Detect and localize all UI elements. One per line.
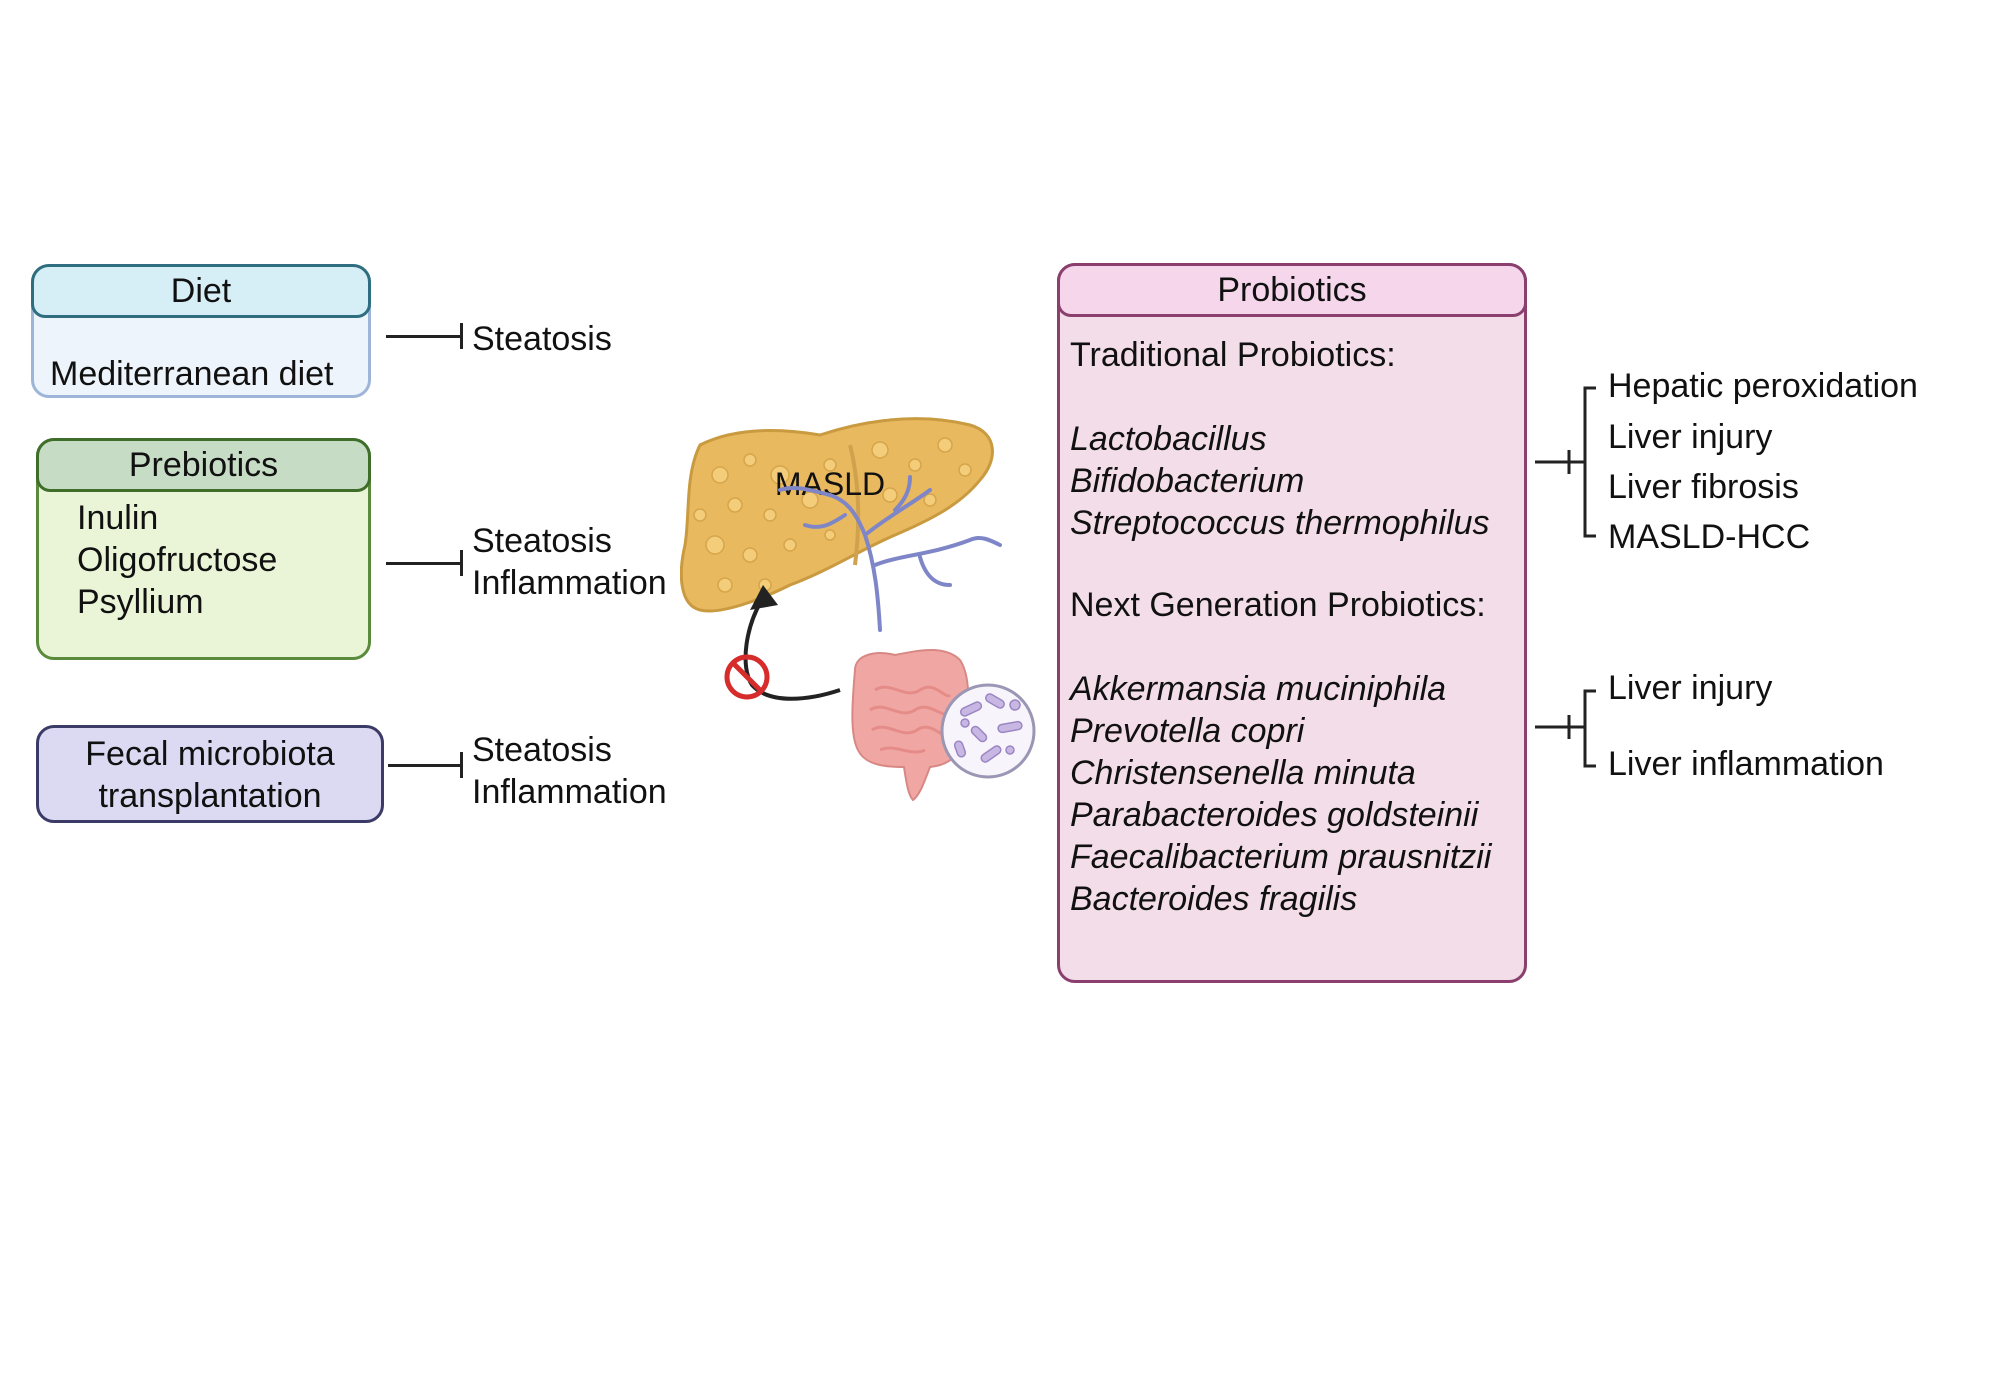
next-gen-probiotics-heading: Next Generation Probiotics: [1070, 586, 1486, 624]
next-gen-effect-item: Liver inflammation [1608, 745, 1884, 783]
bacteria-magnifier-icon [940, 683, 1036, 779]
prebiotics-inhibit-line [386, 562, 462, 565]
fmt-effect-inflammation: Inflammation [472, 773, 667, 811]
probiotics-title: Probiotics [1217, 271, 1367, 309]
arrow-head-icon [750, 585, 778, 610]
diet-title: Diet [170, 272, 232, 310]
traditional-probiotic-item: Lactobacillus [1070, 420, 1267, 458]
liver-icon: MASLD [680, 417, 994, 613]
masld-illustration: MASLD [680, 417, 1036, 802]
traditional-effect-item: Liver injury [1608, 418, 1773, 456]
fmt-title-line1: Fecal microbiota [85, 735, 335, 773]
hepatic-vessels-icon [778, 475, 1002, 632]
intestine-icon [851, 649, 970, 802]
probiotics-box: Probiotics Traditional Probiotics: Lacto… [1057, 263, 1527, 983]
prebiotics-effect-steatosis: Steatosis [472, 522, 612, 560]
prebiotics-item-inulin: Inulin [77, 499, 159, 537]
traditional-effect-item: MASLD-HCC [1608, 518, 1811, 556]
traditional-probiotics-heading: Traditional Probiotics: [1070, 336, 1396, 374]
next-gen-effects-bracket [1535, 689, 1596, 768]
next-gen-effect-item: Liver injury [1608, 669, 1773, 707]
fmt-title-line2: transplantation [98, 777, 322, 815]
next-gen-probiotic-item: Parabacteroides goldsteinii [1070, 796, 1479, 834]
next-gen-probiotic-item: Akkermansia muciniphila [1070, 670, 1447, 708]
traditional-effect-item: Liver fibrosis [1608, 468, 1799, 506]
diet-effect: Steatosis [472, 320, 612, 358]
diet-inhibit-line [386, 335, 462, 338]
fmt-effect-steatosis: Steatosis [472, 731, 612, 769]
prebiotics-item-oligofructose: Oligofructose [77, 541, 278, 579]
next-gen-probiotic-item: Christensenella minuta [1070, 754, 1416, 792]
diet-box: Diet Mediterranean diet [31, 264, 371, 398]
next-gen-probiotic-item: Bacteroides fragilis [1070, 880, 1358, 918]
fmt-inhibit-line [388, 764, 462, 767]
prebiotics-effect-inflammation: Inflammation [472, 564, 667, 602]
prebiotics-header: Prebiotics [36, 438, 371, 492]
fmt-box: Fecal microbiota transplantation [36, 725, 384, 823]
fmt-inhibit-bar [460, 752, 463, 778]
traditional-effects-bracket [1535, 386, 1596, 538]
next-gen-probiotic-item: Prevotella copri [1070, 712, 1305, 750]
gut-liver-axis-arrow [743, 593, 841, 701]
traditional-effect-item: Hepatic peroxidation [1608, 367, 1918, 405]
traditional-probiotic-item: Streptococcus thermophilus [1070, 504, 1490, 542]
prebiotics-title: Prebiotics [128, 446, 279, 484]
next-gen-probiotic-item: Faecalibacterium prausnitzii [1070, 838, 1492, 876]
probiotics-header: Probiotics [1057, 263, 1527, 317]
prebiotics-box: Prebiotics Inulin Oligofructose Psyllium [36, 438, 371, 660]
diet-item: Mediterranean diet [50, 355, 334, 393]
diet-inhibit-bar [460, 323, 463, 349]
prebiotics-item-psyllium: Psyllium [77, 583, 204, 621]
prebiotics-inhibit-bar [460, 550, 463, 576]
traditional-probiotic-item: Bifidobacterium [1070, 462, 1305, 500]
blocked-icon [724, 654, 770, 700]
diet-header: Diet [31, 264, 371, 318]
